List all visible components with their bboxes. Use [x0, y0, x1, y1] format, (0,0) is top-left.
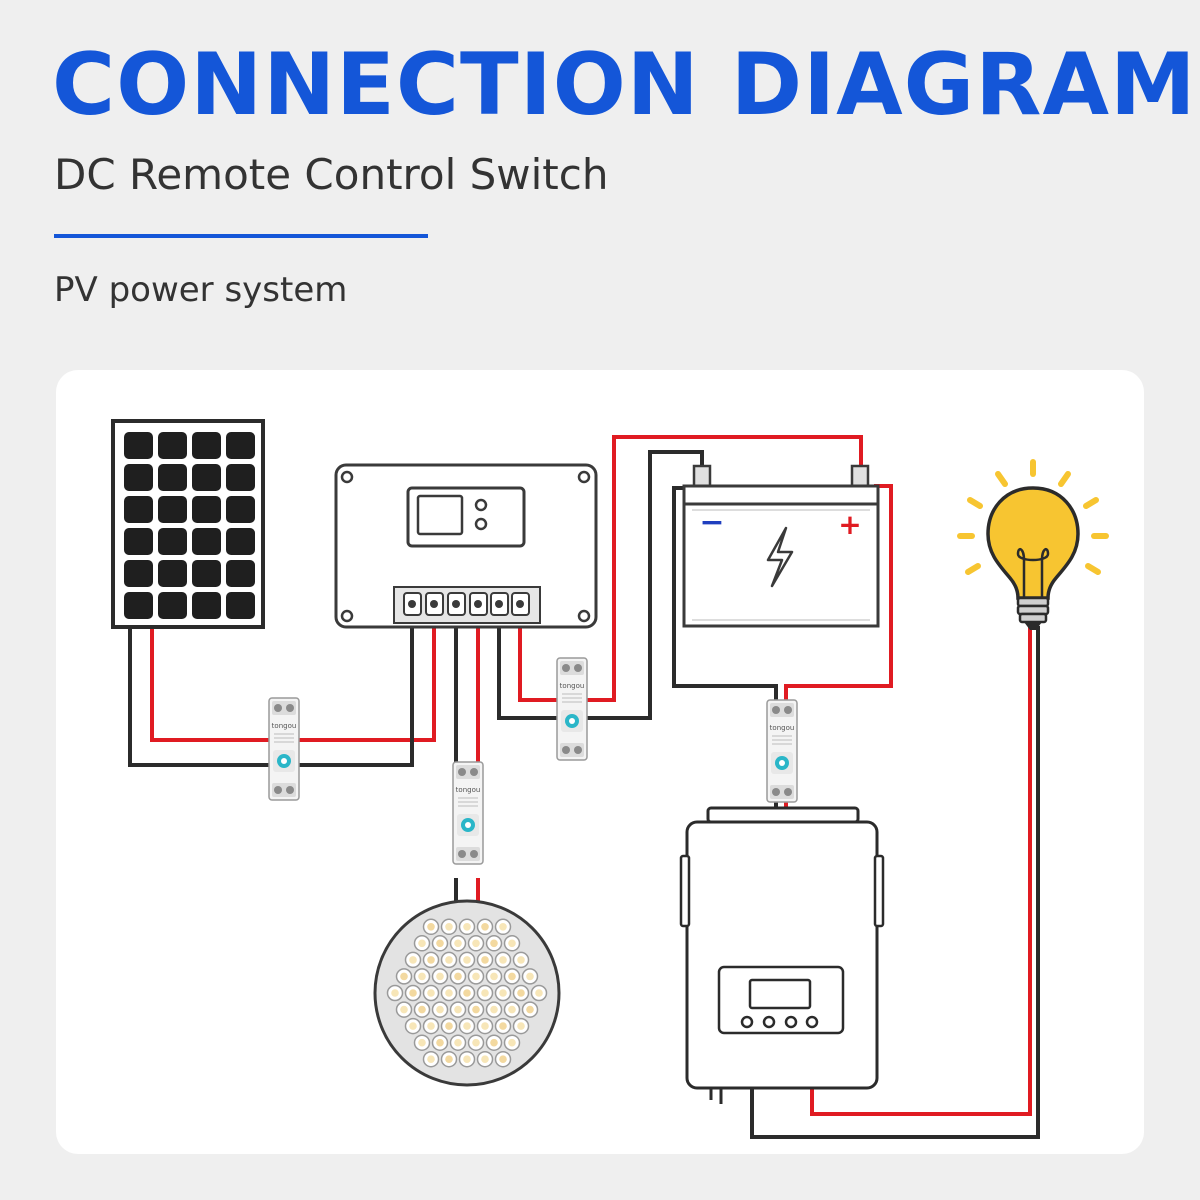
- led-chip-core: [436, 972, 444, 981]
- led-chip-core: [499, 956, 507, 964]
- charge-controller-icon: [334, 463, 598, 629]
- wire-inverter-positive: [784, 484, 893, 704]
- led-chip-core: [454, 1005, 462, 1014]
- dc-breaker-icon: [556, 657, 588, 761]
- title-divider: [54, 234, 428, 238]
- led-chip-core: [445, 923, 453, 931]
- led-chip-core: [445, 989, 453, 997]
- lightning-icon: [766, 526, 794, 588]
- led-chip-core: [463, 1022, 471, 1030]
- led-chip-core: [454, 939, 462, 948]
- dc-breaker-icon: [766, 699, 798, 803]
- led-chip-core: [517, 1022, 525, 1030]
- led-chip-core: [409, 1022, 417, 1030]
- led-chip-core: [463, 989, 471, 997]
- led-chip-core: [418, 972, 426, 981]
- led-chip-core: [481, 989, 489, 997]
- inverter-icon: [679, 806, 885, 1104]
- led-chip-core: [508, 1038, 516, 1047]
- dc-breaker-icon: [452, 761, 484, 865]
- led-chip-core: [472, 1038, 480, 1047]
- led-chip-core: [499, 989, 507, 997]
- led-chip-core: [400, 1005, 408, 1014]
- led-chip-core: [445, 1022, 453, 1030]
- wire-battery-positive: [518, 435, 863, 702]
- led-chip-core: [508, 1005, 516, 1014]
- led-chip-core: [526, 1005, 534, 1014]
- wire-bulb-negative: [750, 626, 1040, 1139]
- page-subtitle: DC Remote Control Switch: [54, 150, 609, 199]
- led-chip-core: [499, 923, 507, 931]
- led-chip-core: [427, 1022, 435, 1030]
- wire-battery-negative: [497, 450, 704, 720]
- led-chip-core: [436, 1005, 444, 1014]
- led-chip-core: [463, 1055, 471, 1063]
- led-chip-core: [427, 989, 435, 997]
- battery-negative-label: −: [699, 505, 724, 540]
- battery-positive-label: +: [838, 508, 861, 541]
- page-title: CONNECTION DIAGRAM: [52, 35, 1197, 135]
- led-chip-core: [499, 1055, 507, 1063]
- led-chip-core: [517, 989, 525, 997]
- led-chip-core: [481, 956, 489, 964]
- led-chip-core: [454, 972, 462, 981]
- led-chip-core: [454, 1038, 462, 1047]
- led-chip-core: [418, 1038, 426, 1047]
- section-label: PV power system: [54, 270, 348, 310]
- led-chip-core: [391, 989, 399, 997]
- led-chip-core: [481, 1022, 489, 1030]
- led-chip-core: [463, 956, 471, 964]
- wire-bulb-positive: [810, 626, 1032, 1116]
- led-chip-core: [490, 972, 498, 981]
- led-chip-core: [535, 989, 543, 997]
- led-chip-core: [490, 939, 498, 948]
- led-chip-core: [472, 939, 480, 948]
- led-chip-core: [427, 923, 435, 931]
- led-chip-core: [526, 972, 534, 981]
- led-chip-core: [427, 956, 435, 964]
- led-chip-core: [418, 939, 426, 948]
- solar-panel-icon: [111, 419, 265, 629]
- led-chip-core: [445, 956, 453, 964]
- led-chip-core: [436, 1038, 444, 1047]
- led-chip-core: [508, 939, 516, 948]
- led-chip-core: [436, 939, 444, 948]
- led-chip-core: [472, 1005, 480, 1014]
- led-chip-core: [418, 1005, 426, 1014]
- led-chip-core: [499, 1022, 507, 1030]
- led-chip-core: [409, 956, 417, 964]
- led-chip-core: [508, 972, 516, 981]
- dc-breaker-icon: [268, 697, 300, 801]
- led-chip-core: [409, 989, 417, 997]
- light-bulb-icon: [957, 459, 1109, 630]
- led-chip-core: [463, 923, 471, 931]
- led-chip-core: [481, 1055, 489, 1063]
- led-lamp-icon: [373, 899, 561, 1087]
- battery-icon: − +: [682, 464, 880, 628]
- led-chip-core: [517, 956, 525, 964]
- led-chip-core: [400, 972, 408, 981]
- led-chip-core: [481, 923, 489, 931]
- led-chip-core: [427, 1055, 435, 1063]
- led-chip-core: [445, 1055, 453, 1063]
- led-chip-core: [490, 1005, 498, 1014]
- led-chip-core: [490, 1038, 498, 1047]
- led-chip-core: [472, 972, 480, 981]
